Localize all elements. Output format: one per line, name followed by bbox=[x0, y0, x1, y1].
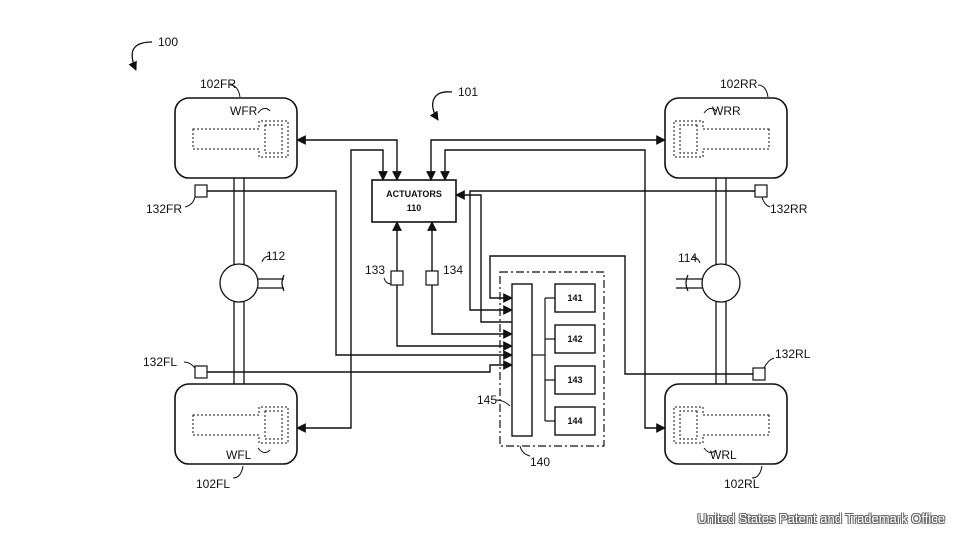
front-driveshaft bbox=[258, 274, 285, 292]
sensor-132rr bbox=[754, 184, 768, 198]
label-132rl: 132RL bbox=[775, 347, 811, 361]
label-145: 145 bbox=[477, 393, 497, 407]
diff-114-leader bbox=[691, 256, 701, 264]
label-102rl: 102RL bbox=[724, 477, 760, 491]
rear-differential bbox=[701, 263, 741, 303]
wheel-front-right bbox=[174, 97, 298, 179]
label-112: 112 bbox=[266, 249, 285, 263]
module-144-label: 144 bbox=[567, 416, 582, 426]
label-132rr: 132RR bbox=[770, 202, 808, 216]
label-wfr: WFR bbox=[230, 104, 258, 118]
watermark: United States Patent and Trademark Offic… bbox=[697, 511, 945, 526]
wheel-label-leaders bbox=[229, 84, 769, 479]
label-132fl: 132FL bbox=[143, 355, 177, 369]
module-tree bbox=[532, 297, 555, 422]
label-114: 114 bbox=[678, 251, 697, 265]
sensor-134 bbox=[425, 270, 439, 286]
front-differential bbox=[219, 263, 259, 303]
actuators-box bbox=[371, 179, 457, 223]
label-132fr: 132FR bbox=[146, 202, 182, 216]
sensor-133 bbox=[390, 270, 404, 286]
label-wfl: WFL bbox=[226, 448, 252, 462]
module-141-label: 141 bbox=[567, 293, 582, 303]
label-133: 133 bbox=[365, 263, 385, 277]
label-140: 140 bbox=[530, 455, 550, 469]
label-wrr: WRR bbox=[712, 104, 741, 118]
wheel-front-left bbox=[174, 383, 298, 465]
sensor-132rl bbox=[752, 367, 766, 381]
label-102fl: 102FL bbox=[196, 477, 230, 491]
label-101-arrow bbox=[429, 91, 453, 121]
actuators-title: ACTUATORS bbox=[386, 189, 442, 199]
label-101: 101 bbox=[458, 85, 478, 99]
label-100-arrow bbox=[128, 41, 153, 71]
module-143-label: 143 bbox=[567, 375, 582, 385]
bus-145 bbox=[511, 283, 533, 437]
signal-lines bbox=[207, 135, 755, 433]
actuators-number: 110 bbox=[407, 203, 422, 213]
label-102fr: 102FR bbox=[200, 77, 236, 91]
rear-driveshaft bbox=[676, 274, 702, 292]
label-100: 100 bbox=[158, 35, 178, 49]
sensor-132fl bbox=[194, 365, 208, 379]
label-wrl: WRL bbox=[710, 448, 737, 462]
label-102rr: 102RR bbox=[720, 77, 758, 91]
sensor-132fr bbox=[194, 184, 208, 198]
label-134: 134 bbox=[443, 263, 463, 277]
module-142-label: 142 bbox=[567, 334, 582, 344]
diff-112-leader bbox=[261, 255, 271, 263]
